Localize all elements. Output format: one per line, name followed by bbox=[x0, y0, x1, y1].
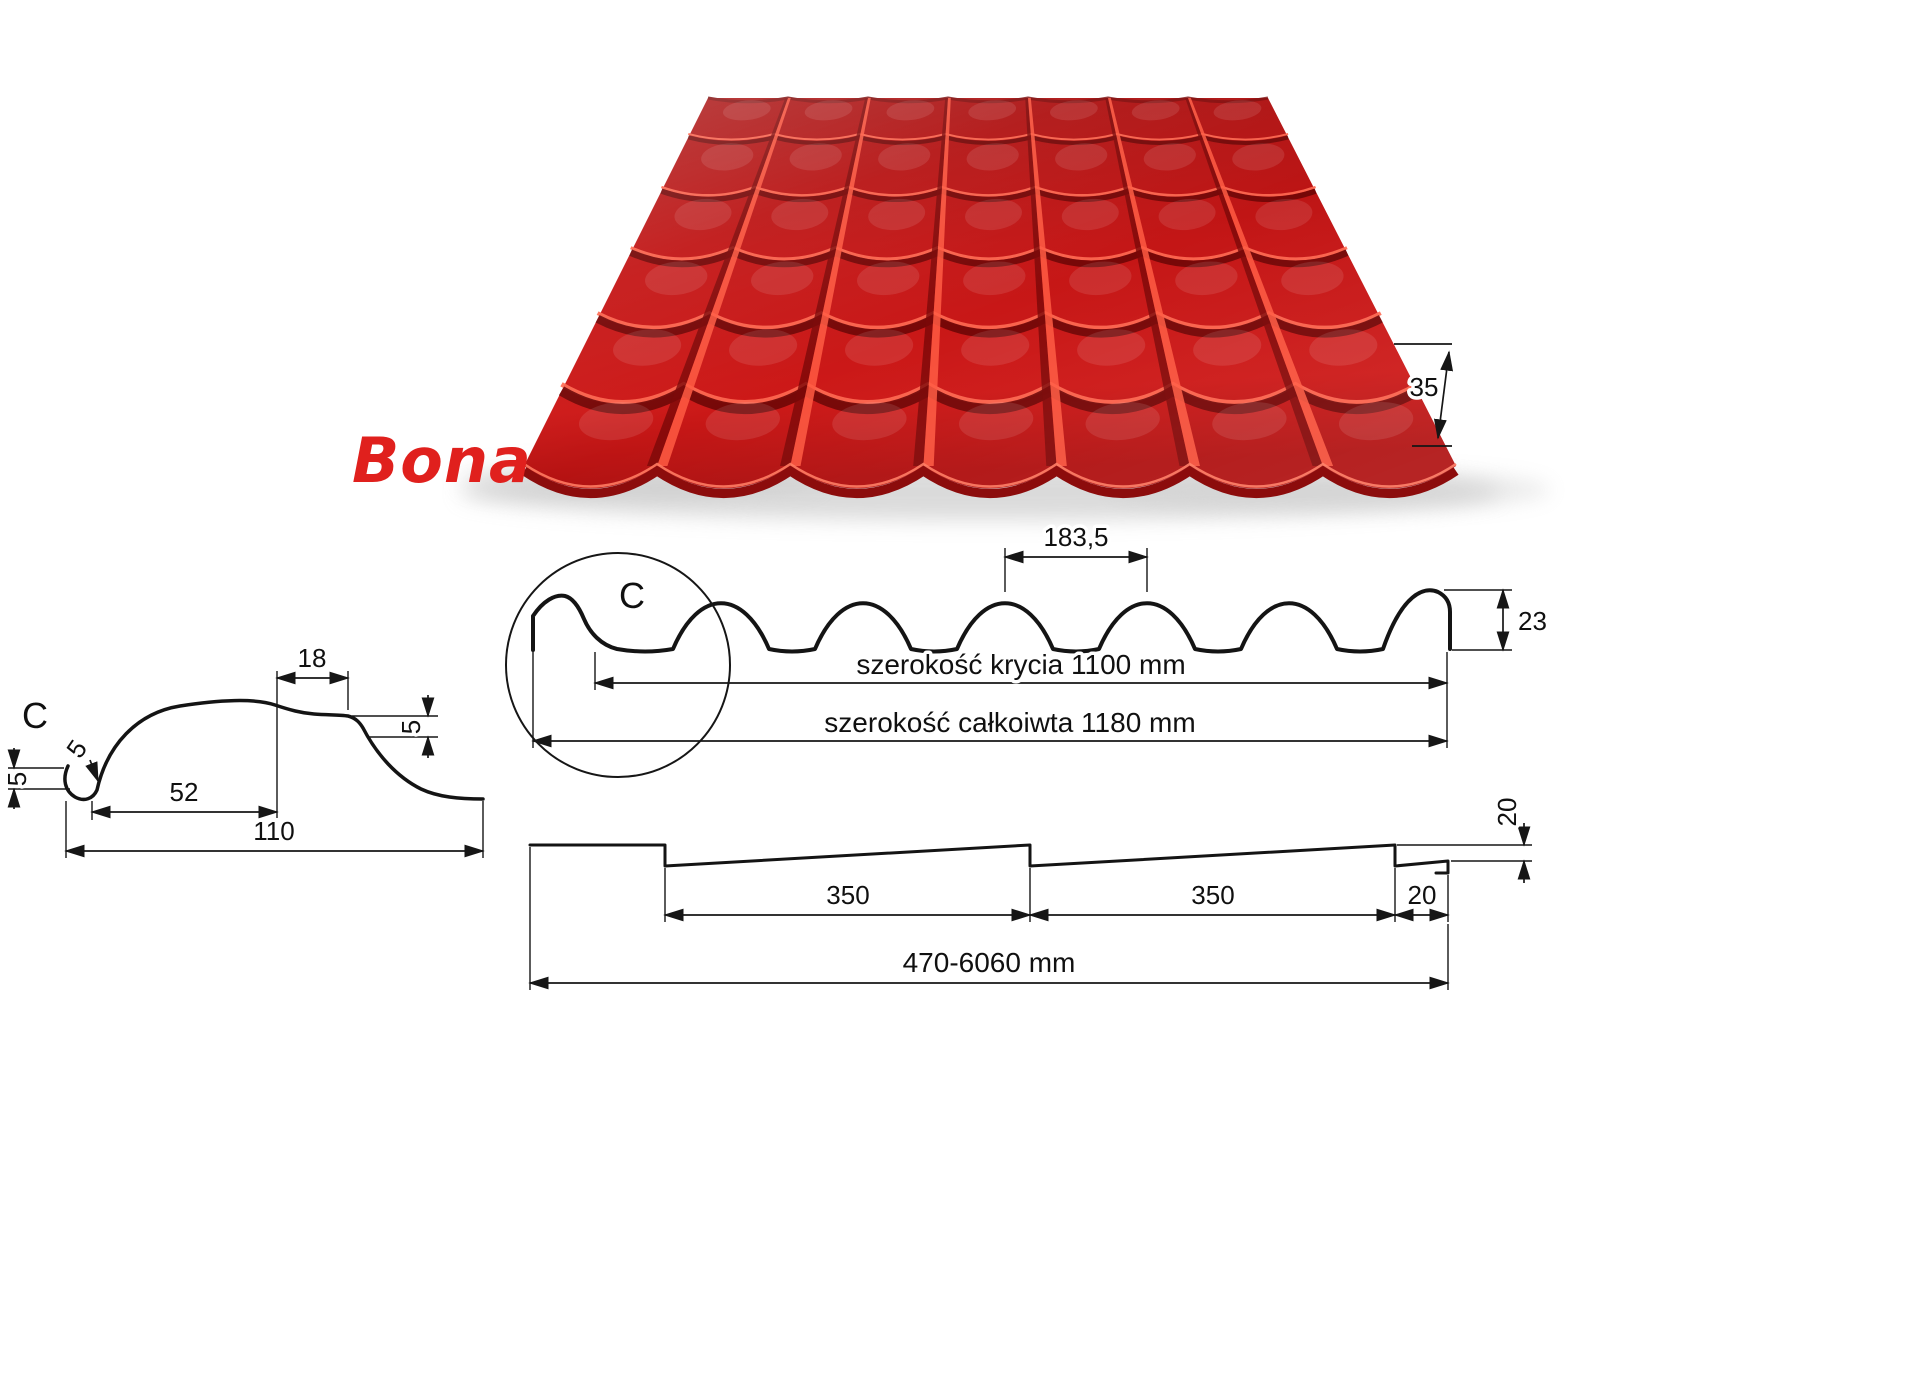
dim-end-20: 20 bbox=[1393, 875, 1450, 922]
length-profile: 20 350 350 20 470-6060 mm bbox=[528, 794, 1532, 990]
dim-height-23: 23 bbox=[1444, 588, 1550, 652]
dim-extension-lines bbox=[1397, 844, 1532, 862]
cross-section-profile-line bbox=[531, 588, 1452, 654]
dim-coverage-width: szerokość krycia 1100 mm bbox=[532, 646, 1449, 748]
dim-step-20-label: 20 bbox=[1492, 798, 1522, 827]
detail-c-label: C bbox=[22, 695, 48, 736]
dim-module-183-5: 183,5 bbox=[1003, 519, 1149, 592]
dim-hook-5-label: 5 bbox=[60, 734, 93, 763]
detail-c-view: C 18 5 5 5 52 bbox=[0, 640, 485, 858]
dim-step-20-right: 20 bbox=[1397, 794, 1532, 883]
cross-section: C 183,5 23 szerokość krycia 1100 mm szer… bbox=[505, 519, 1550, 778]
detail-c-marker: C bbox=[619, 575, 645, 616]
product-name: Bona bbox=[352, 424, 532, 497]
detail-c-circle bbox=[505, 552, 731, 778]
roof-render-3d bbox=[521, 96, 1459, 498]
dim-module-350-1: 350 bbox=[663, 868, 1032, 922]
dim-35-label: 35 bbox=[1410, 372, 1439, 402]
dim-length-range-label: 470-6060 mm bbox=[903, 947, 1076, 978]
dim-52-label: 52 bbox=[170, 777, 199, 807]
length-profile-line bbox=[528, 843, 1450, 875]
total-width-label: szerokość całkoiwta 1180 mm bbox=[824, 707, 1195, 738]
dim-110: 110 bbox=[64, 801, 485, 858]
dim-module-350-2: 350 bbox=[1028, 868, 1397, 922]
dim-total-width: szerokość całkoiwta 1180 mm bbox=[531, 704, 1449, 748]
dim-end-20-label: 20 bbox=[1408, 880, 1437, 910]
dim-left-5: 5 bbox=[0, 748, 70, 809]
dim-18: 18 bbox=[275, 640, 350, 818]
detail-c-profile-line bbox=[63, 698, 485, 802]
dim-18-label: 18 bbox=[298, 643, 327, 673]
render-dim-35: 35 bbox=[1394, 343, 1454, 447]
dim-left-5-label: 5 bbox=[2, 772, 32, 786]
roof-front-edge bbox=[521, 465, 1459, 498]
roof-sheen bbox=[524, 98, 1456, 489]
coverage-width-label: szerokość krycia 1100 mm bbox=[856, 649, 1185, 680]
dim-step-5: 5 bbox=[352, 695, 438, 758]
dim-extension-lines bbox=[1004, 548, 1148, 592]
dim-110-label: 110 bbox=[253, 816, 294, 846]
dim-52: 52 bbox=[90, 774, 279, 820]
dim-total-length: 470-6060 mm bbox=[528, 847, 1450, 990]
dim-extension-lines bbox=[1444, 589, 1512, 651]
dim-step-5-label: 5 bbox=[396, 720, 426, 734]
dim-tick-lines bbox=[1394, 343, 1452, 447]
dim-module-label: 183,5 bbox=[1043, 522, 1108, 552]
dim-350-2-label: 350 bbox=[1191, 880, 1234, 910]
dim-extension-lines bbox=[276, 671, 349, 818]
dim-350-1-label: 350 bbox=[826, 880, 869, 910]
dim-arrow-line bbox=[1433, 350, 1454, 440]
dim-height-label: 23 bbox=[1518, 606, 1547, 636]
dim-leader-line bbox=[85, 759, 99, 783]
